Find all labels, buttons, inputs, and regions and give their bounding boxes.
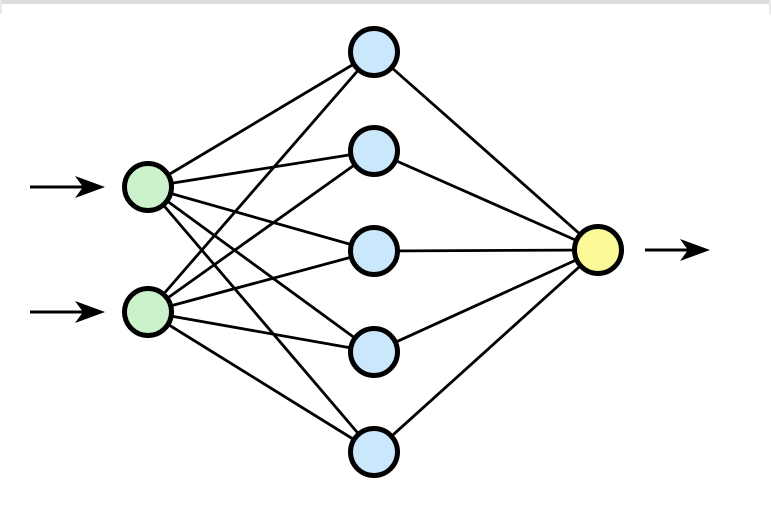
output-node-out1 xyxy=(572,224,624,276)
edge-in2-h4 xyxy=(147,310,375,354)
edge-h5-out1 xyxy=(373,248,599,454)
edge-in1-h5 xyxy=(146,186,376,453)
window-right-edge xyxy=(769,0,771,14)
input-arrow-2-head-icon xyxy=(75,301,105,323)
edge-in1-h1 xyxy=(147,50,375,189)
window-left-edge xyxy=(0,0,2,14)
hidden-node-h1 xyxy=(348,26,400,78)
input-arrow-1-head-icon xyxy=(75,176,105,198)
edge-in2-h1 xyxy=(146,51,376,313)
hidden-node-h4 xyxy=(348,326,400,378)
edge-in2-h2 xyxy=(147,149,375,314)
hidden-node-h2 xyxy=(348,125,400,177)
window-top-border xyxy=(0,0,771,4)
input-node-in1 xyxy=(122,161,174,213)
edge-h2-out1 xyxy=(373,149,599,252)
output-arrow-head-icon xyxy=(680,239,710,261)
edge-in1-h4 xyxy=(147,185,375,354)
edge-in2-h3 xyxy=(147,249,375,314)
hidden-node-h5 xyxy=(348,426,400,478)
input-node-in2 xyxy=(122,286,174,338)
edge-in1-h2 xyxy=(147,149,375,189)
edge-h3-out1 xyxy=(373,248,599,253)
hidden-node-h3 xyxy=(348,225,400,277)
edge-h1-out1 xyxy=(373,50,599,252)
edge-h4-out1 xyxy=(373,248,599,354)
edge-in2-h5 xyxy=(147,310,375,454)
edge-in1-h3 xyxy=(147,185,375,253)
